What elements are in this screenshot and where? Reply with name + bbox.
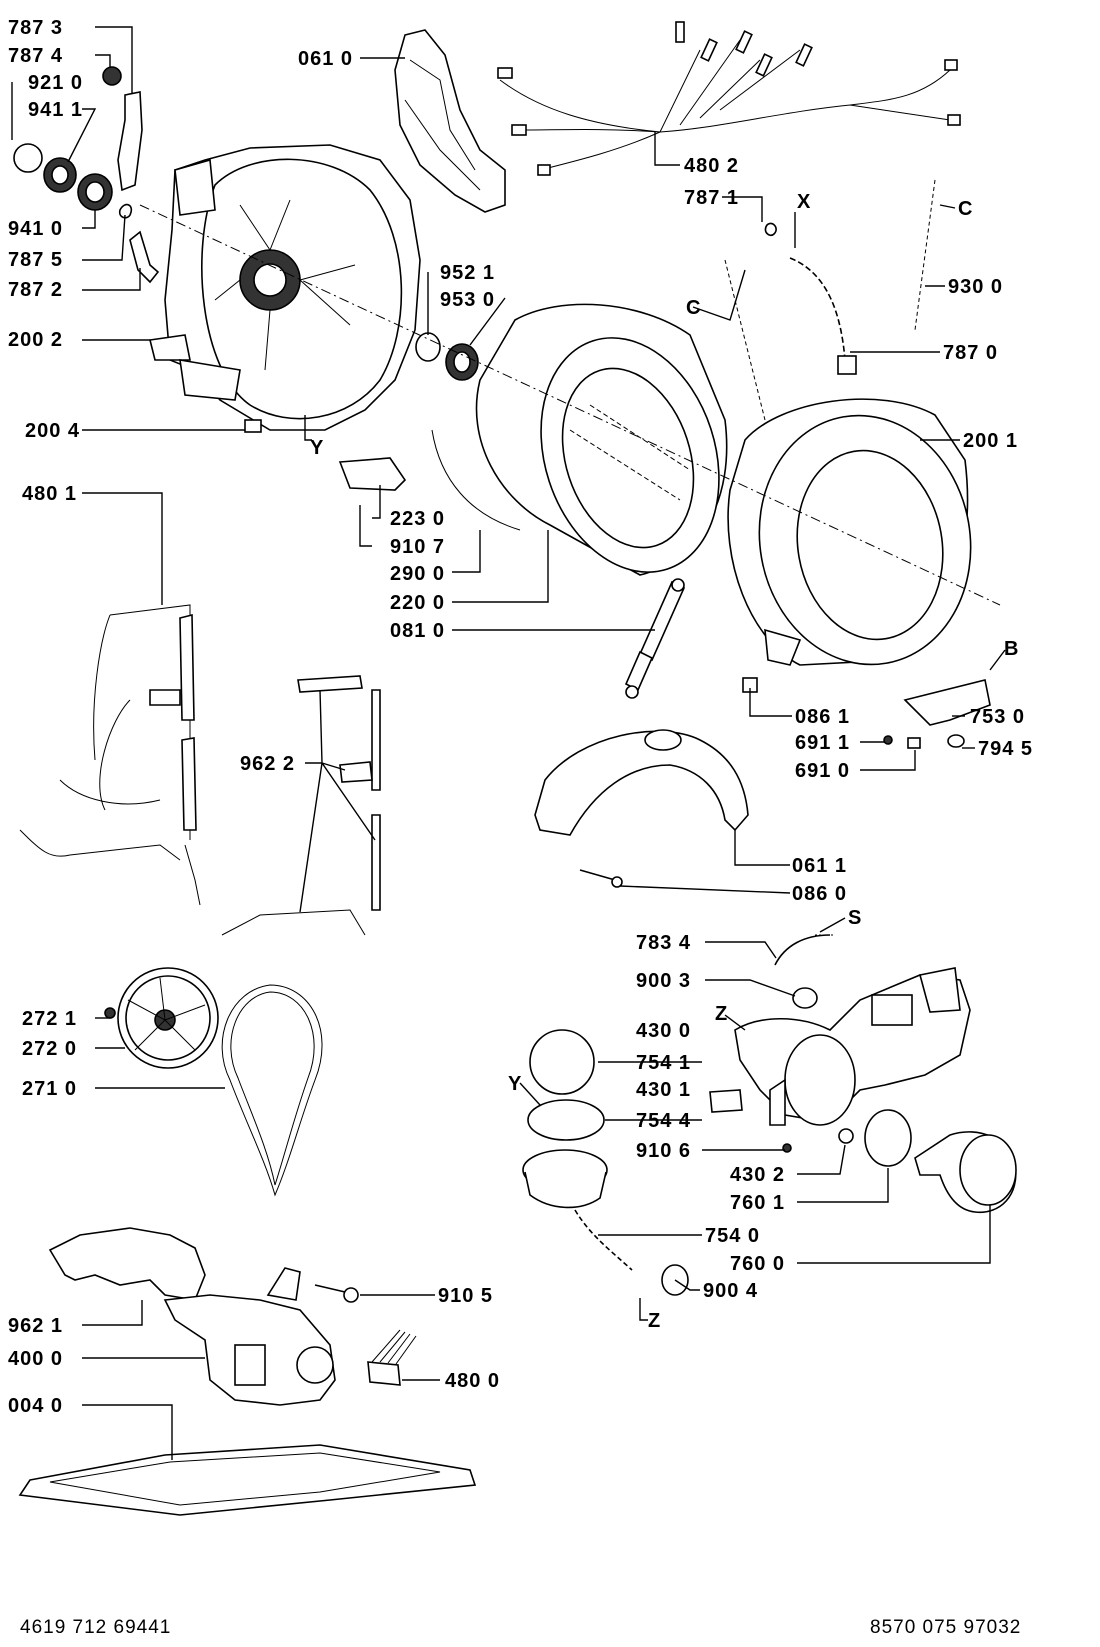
rear-tub-drawing (149, 144, 421, 431)
footer-right-code: 8570 075 97032 (870, 1617, 1021, 1638)
label-200-1: 200 1 (963, 430, 1018, 452)
drive-belt-drawing (221, 984, 323, 1197)
label-200-4: 200 4 (25, 420, 80, 442)
letter-c-right: C (958, 198, 973, 220)
footer-left-code: 4619 712 69441 (20, 1617, 171, 1638)
drum-pulley-drawing (104, 967, 219, 1069)
side-harness-drawing (221, 675, 381, 936)
motor-connector-drawing (367, 1329, 417, 1386)
label-787-2: 787 2 (8, 279, 63, 301)
hose-clamps-drawing (661, 987, 818, 1296)
label-271-0: 271 0 (22, 1078, 77, 1100)
label-480-0: 480 0 (445, 1370, 500, 1392)
label-787-4: 787 4 (8, 45, 63, 67)
top-counterweight-drawing (394, 29, 506, 213)
label-086-0: 086 0 (792, 883, 847, 905)
label-480-2: 480 2 (684, 155, 739, 177)
suspension-springs-drawing (724, 179, 936, 421)
front-tub-drawing (727, 398, 972, 666)
letter-z-top: Z (715, 1003, 728, 1025)
label-910-6: 910 6 (636, 1140, 691, 1162)
label-941-1: 941 1 (28, 99, 83, 121)
letter-x: X (797, 191, 811, 213)
letter-c-left: C (686, 297, 701, 319)
filter-assembly-drawing (527, 1029, 1017, 1214)
footer-codes: 4619 712 69441 8570 075 97032 (20, 1617, 1021, 1638)
label-910-5: 910 5 (438, 1285, 493, 1307)
reference-letters: X C C Y B S Z Y Z (310, 191, 1019, 1332)
label-200-2: 200 2 (8, 329, 63, 351)
label-930-0: 930 0 (948, 276, 1003, 298)
label-004-0: 004 0 (8, 1395, 63, 1417)
label-754-0: 754 0 (705, 1225, 760, 1247)
label-691-1: 691 1 (795, 732, 850, 754)
label-430-0: 430 0 (636, 1020, 691, 1042)
label-272-1: 272 1 (22, 1008, 77, 1030)
small-fasteners-right-drawing (579, 677, 991, 888)
top-wiring-harness-drawing (497, 21, 961, 176)
label-086-1: 086 1 (795, 706, 850, 728)
motor-cover-drawing (48, 1227, 206, 1301)
label-794-5: 794 5 (978, 738, 1033, 760)
seal-and-bearing-drawings (13, 66, 262, 433)
drain-pump-drawing (734, 967, 971, 1126)
label-290-0: 290 0 (390, 563, 445, 585)
label-962-2: 962 2 (240, 753, 295, 775)
letter-s: S (848, 907, 862, 929)
label-272-0: 272 0 (22, 1038, 77, 1060)
part-number-labels: 787 3 787 4 921 0 941 1 941 0 787 5 787 … (8, 17, 1033, 1417)
label-760-1: 760 1 (730, 1192, 785, 1214)
letter-z-bottom: Z (648, 1310, 661, 1332)
drum-rim-wire-drawing (431, 429, 521, 531)
label-754-1: 754 1 (636, 1052, 691, 1074)
label-941-0: 941 0 (8, 218, 63, 240)
bottom-counterweight-drawing (534, 729, 749, 836)
label-921-0: 921 0 (28, 72, 83, 94)
base-plate-drawing (18, 1444, 477, 1516)
motor-drawing (163, 1267, 336, 1406)
label-400-0: 400 0 (8, 1348, 63, 1370)
label-223-0: 223 0 (390, 508, 445, 530)
label-787-0: 787 0 (943, 342, 998, 364)
letter-b: B (1004, 638, 1019, 660)
main-wiring-harness-drawing (19, 604, 201, 906)
label-953-0: 953 0 (440, 289, 495, 311)
label-760-0: 760 0 (730, 1253, 785, 1275)
label-061-0: 061 0 (298, 48, 353, 70)
motor-bolt-drawing (314, 1284, 359, 1303)
label-783-4: 783 4 (636, 932, 691, 954)
fill-hose-drawing (764, 222, 857, 375)
leader-lines (11, 26, 1006, 1460)
drum-drawing (475, 303, 728, 576)
label-787-3: 787 3 (8, 17, 63, 39)
letter-y-top: Y (310, 437, 324, 459)
label-900-4: 900 4 (703, 1280, 758, 1302)
label-952-1: 952 1 (440, 262, 495, 284)
shock-absorber-drawing (624, 578, 686, 699)
label-900-3: 900 3 (636, 970, 691, 992)
assembly-axis-line (139, 204, 1001, 606)
label-220-0: 220 0 (390, 592, 445, 614)
shaft-seals-drawing (415, 332, 479, 381)
label-754-4: 754 4 (636, 1110, 691, 1132)
label-081-0: 081 0 (390, 620, 445, 642)
label-753-0: 753 0 (970, 706, 1025, 728)
label-691-0: 691 0 (795, 760, 850, 782)
pump-hose-drawing (774, 934, 835, 966)
label-962-1: 962 1 (8, 1315, 63, 1337)
label-430-2: 430 2 (730, 1164, 785, 1186)
drum-lifter-drawing (338, 457, 407, 515)
letter-y-bottom: Y (508, 1073, 522, 1095)
label-787-5: 787 5 (8, 249, 63, 271)
label-910-7: 910 7 (390, 536, 445, 558)
label-061-1: 061 1 (792, 855, 847, 877)
label-787-1: 787 1 (684, 187, 739, 209)
sump-hose-drawing (522, 1149, 633, 1271)
label-430-1: 430 1 (636, 1079, 691, 1101)
label-480-1: 480 1 (22, 483, 77, 505)
